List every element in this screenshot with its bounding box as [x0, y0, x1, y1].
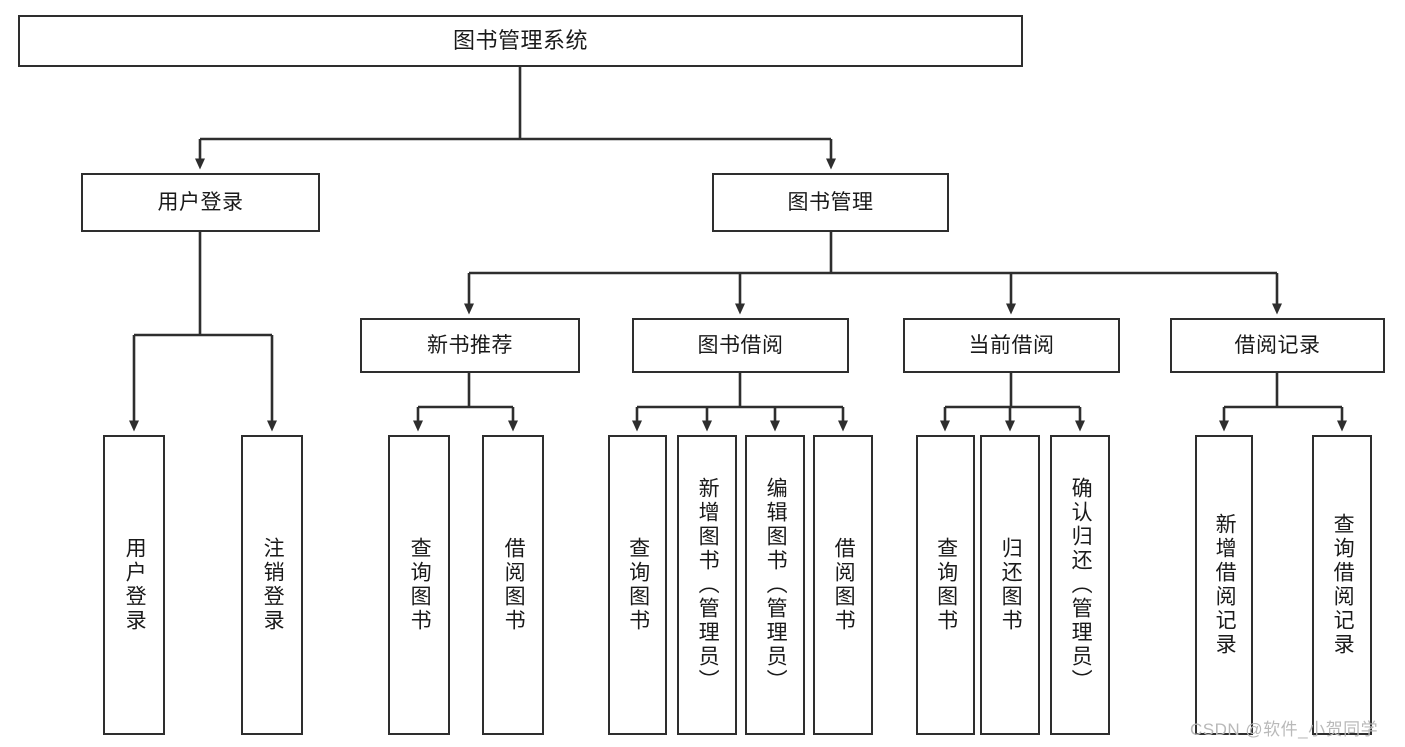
node-label: 新增借阅记录 [1213, 513, 1237, 657]
node-leaf-add-book-admin[interactable]: 新增图书（管理员） [677, 435, 737, 735]
node-label: 新增图书（管理员） [696, 477, 720, 693]
node-label: 新书推荐 [427, 333, 513, 357]
node-label: 用户登录 [123, 537, 147, 633]
node-label: 图书借阅 [697, 333, 784, 357]
node-label: 图书管理 [787, 190, 874, 214]
node-label: 当前借阅 [968, 333, 1055, 357]
node-label: 借阅记录 [1234, 333, 1321, 357]
node-label: 借阅图书 [832, 537, 856, 633]
node-book-management[interactable]: 图书管理 [712, 173, 949, 232]
node-leaf-query-book-borrow[interactable]: 查询图书 [608, 435, 667, 735]
node-leaf-return-book[interactable]: 归还图书 [980, 435, 1040, 735]
node-label: 归还图书 [999, 537, 1023, 633]
node-leaf-add-borrow-record[interactable]: 新增借阅记录 [1195, 435, 1253, 735]
node-label: 用户登录 [157, 190, 244, 214]
node-leaf-logout[interactable]: 注销登录 [241, 435, 303, 735]
node-leaf-confirm-return-admin[interactable]: 确认归还（管理员） [1050, 435, 1110, 735]
node-leaf-query-book-recommend[interactable]: 查询图书 [388, 435, 450, 735]
node-borrow-record[interactable]: 借阅记录 [1170, 318, 1385, 373]
node-leaf-query-book-current[interactable]: 查询图书 [916, 435, 975, 735]
node-label: 查询借阅记录 [1331, 513, 1355, 657]
node-leaf-borrow-book[interactable]: 借阅图书 [813, 435, 873, 735]
node-label: 查询图书 [626, 537, 650, 633]
node-root-system[interactable]: 图书管理系统 [18, 15, 1023, 67]
node-user-login[interactable]: 用户登录 [81, 173, 320, 232]
node-label: 借阅图书 [502, 537, 526, 633]
node-label: 编辑图书（管理员） [764, 477, 788, 693]
node-label: 注销登录 [261, 537, 285, 633]
node-label: 确认归还（管理员） [1069, 477, 1093, 693]
node-label: 查询图书 [408, 537, 432, 633]
node-label: 图书管理系统 [452, 27, 588, 53]
node-label: 查询图书 [934, 537, 958, 633]
node-current-borrow[interactable]: 当前借阅 [903, 318, 1120, 373]
node-leaf-query-borrow-record[interactable]: 查询借阅记录 [1312, 435, 1372, 735]
watermark: CSDN @软件_小贺同学 [1190, 720, 1379, 739]
node-leaf-edit-book-admin[interactable]: 编辑图书（管理员） [745, 435, 805, 735]
node-book-borrow[interactable]: 图书借阅 [632, 318, 849, 373]
node-leaf-user-login[interactable]: 用户登录 [103, 435, 165, 735]
node-leaf-borrow-book-recommend[interactable]: 借阅图书 [482, 435, 544, 735]
node-new-book-recommendation[interactable]: 新书推荐 [360, 318, 580, 373]
